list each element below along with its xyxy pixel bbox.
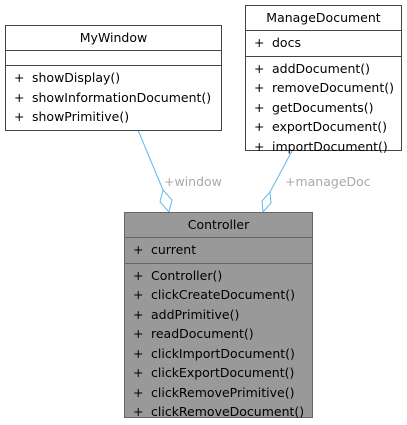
method-row: +clickRemovePrimitive() xyxy=(133,384,295,400)
method-row: +exportDocument() xyxy=(254,119,388,134)
aggregation-diamond-window xyxy=(159,188,173,214)
method-row: +removeDocument() xyxy=(254,80,394,95)
method-row: +getDocuments() xyxy=(254,99,374,115)
attributes-section xyxy=(6,51,221,66)
method-row: +showInformationDocument() xyxy=(14,89,212,105)
method-row: +clickExportDocument() xyxy=(133,365,295,380)
class-managedocument[interactable]: ManageDocument +docs +addDocument() +rem… xyxy=(245,5,402,154)
aggregation-diamond-managedoc xyxy=(261,190,272,214)
class-name: Controller xyxy=(125,213,312,238)
attributes-section: +docs xyxy=(246,31,401,57)
methods-section: +showDisplay() +showInformationDocument(… xyxy=(6,66,221,130)
method-row: +readDocument() xyxy=(133,326,254,341)
class-controller[interactable]: Controller +current +Controller() +click… xyxy=(124,212,313,419)
edge-managedoc xyxy=(269,150,293,193)
class-name: MyWindow xyxy=(6,26,221,51)
edge-window xyxy=(137,129,164,191)
method-row: +showDisplay() xyxy=(14,70,121,85)
method-row: +clickImportDocument() xyxy=(133,345,295,361)
edge-label-window: +window xyxy=(164,174,222,189)
method-row: +addPrimitive() xyxy=(133,306,240,322)
method-row: +importDocument() xyxy=(254,138,388,154)
edge-label-managedoc: +manageDoc xyxy=(285,174,371,189)
methods-section: +Controller() +clickCreateDocument() +ad… xyxy=(125,264,312,425)
method-row: +showPrimitive() xyxy=(14,109,130,124)
method-row: +clickRemoveDocument() xyxy=(133,404,305,419)
attribute-row: +docs xyxy=(254,35,301,50)
class-mywindow[interactable]: MyWindow +showDisplay() +showInformation… xyxy=(5,25,222,131)
attribute-row: +current xyxy=(133,242,197,257)
method-row: +Controller() xyxy=(133,267,223,283)
methods-section: +addDocument() +removeDocument() +getDoc… xyxy=(246,57,401,160)
attributes-section: +current xyxy=(125,238,312,264)
method-row: +addDocument() xyxy=(254,60,371,76)
method-row: +clickCreateDocument() xyxy=(133,287,295,302)
class-name: ManageDocument xyxy=(246,6,401,31)
